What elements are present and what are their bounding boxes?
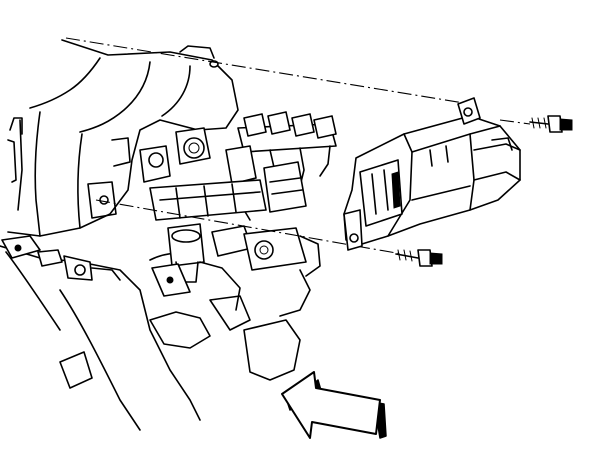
ignition-coil-wires [149, 111, 337, 317]
left-connectors [1, 117, 121, 281]
ignition-control-module [343, 97, 521, 251]
intake-manifold [7, 39, 239, 237]
center-sensors [139, 127, 211, 297]
alignment-lines [65, 37, 531, 255]
module-bolt-lower [395, 249, 443, 267]
engine-lower-block [0, 245, 301, 431]
module-bolt-upper [529, 115, 573, 133]
direction-arrow [281, 371, 387, 439]
